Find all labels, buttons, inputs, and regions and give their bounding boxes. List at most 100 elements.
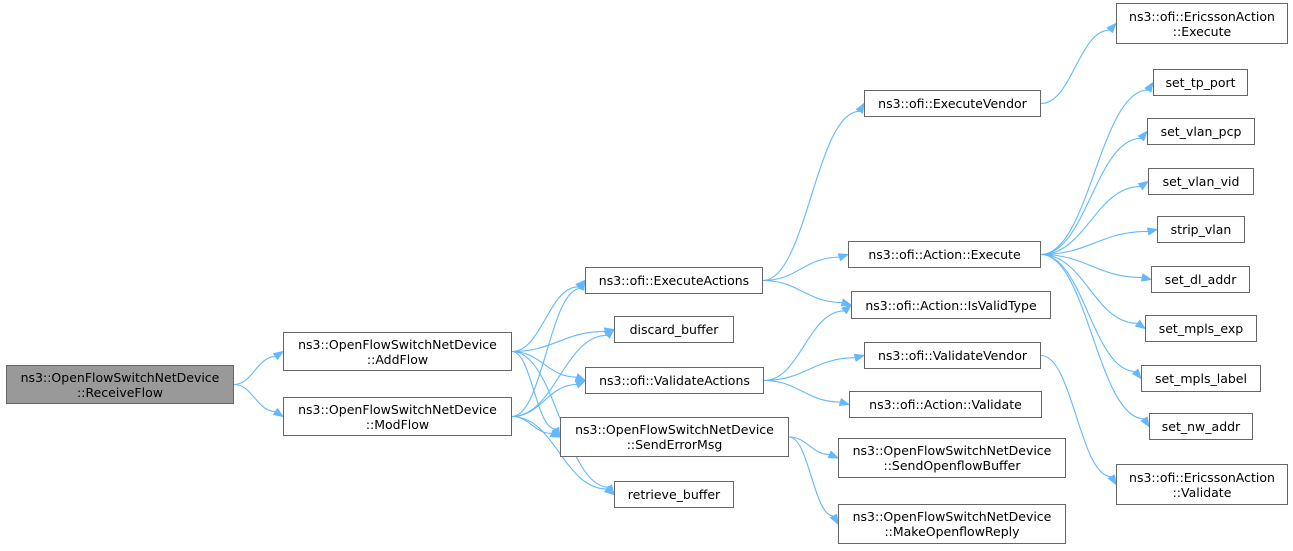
edge-arrowhead: [829, 513, 839, 526]
edge-arrowhead: [1140, 416, 1150, 428]
node-label-line: ns3::OpenFlowSwitchNetDevice: [852, 443, 1052, 458]
node-mod-flow[interactable]: ns3::OpenFlowSwitchNetDevice ::ModFlow: [283, 397, 512, 436]
node-set-vlan-vid[interactable]: set_vlan_vid: [1148, 168, 1254, 195]
node-label-line: ns3::OpenFlowSwitchNetDevice: [298, 336, 497, 352]
node-label-line: ns3::OpenFlowSwitchNetDevice: [575, 422, 774, 437]
edge-add_flow-to-execute_actions: [511, 286, 579, 353]
edge-execute_vendor-to-ericsson_execute: [1040, 29, 1110, 105]
edge-arrowhead: [272, 407, 285, 418]
edge-action_execute-to-set_mpls_label: [1040, 253, 1136, 373]
node-label-line: set_vlan_pcp: [1160, 124, 1242, 139]
node-set-mpls-label[interactable]: set_mpls_label: [1141, 365, 1261, 392]
node-set-vlan-pcp[interactable]: set_vlan_pcp: [1147, 118, 1255, 145]
node-label-line: ns3::ofi::Action::IsValidType: [865, 297, 1037, 313]
node-set-tp-port[interactable]: set_tp_port: [1153, 69, 1248, 96]
node-send-error-msg[interactable]: ns3::OpenFlowSwitchNetDevice ::SendError…: [560, 417, 789, 457]
node-ericsson-execute[interactable]: ns3::ofi::EricssonAction ::Execute: [1116, 3, 1288, 44]
edge-arrowhead: [855, 102, 865, 114]
edge-mod_flow-to-validate_actions: [511, 383, 577, 418]
edge-validate_actions-to-action_is_valid_type: [763, 310, 845, 382]
node-label-line: ns3::OpenFlowSwitchNetDevice: [298, 401, 497, 417]
node-label-line: ns3::ofi::EricssonAction: [1129, 8, 1275, 24]
node-send-openflow-buffer[interactable]: ns3::OpenFlowSwitchNetDevice ::SendOpenf…: [838, 438, 1066, 478]
node-set-nw-addr[interactable]: set_nw_addr: [1149, 413, 1253, 440]
edge-action_execute-to-set_vlan_vid: [1040, 186, 1141, 256]
edge-arrowhead: [840, 298, 853, 307]
node-discard-buffer[interactable]: discard_buffer: [614, 316, 734, 343]
edge-mod_flow-to-retrieve_buffer: [511, 415, 607, 490]
node-label-line: ns3::ofi::ExecuteActions: [598, 273, 750, 288]
edge-arrowhead: [841, 304, 853, 315]
node-add-flow[interactable]: ns3::OpenFlowSwitchNetDevice ::AddFlow: [283, 332, 512, 371]
node-set-mpls-exp[interactable]: set_mpls_exp: [1145, 315, 1257, 342]
node-validate-actions[interactable]: ns3::ofi::ValidateActions: [585, 367, 764, 394]
edge-send_error_msg-to-send_openflow_buffer: [788, 436, 830, 456]
edge-arrowhead: [603, 485, 616, 496]
node-label-line: ns3::OpenFlowSwitchNetDevice: [852, 509, 1052, 524]
edge-arrowhead: [1106, 22, 1117, 34]
node-label-line: ns3::ofi::Action::Validate: [869, 397, 1022, 412]
edge-arrowhead: [1137, 180, 1150, 191]
node-strip-vlan[interactable]: strip_vlan: [1157, 216, 1245, 243]
node-label-line: ns3::ofi::Action::Execute: [868, 247, 1021, 262]
node-set-dl-addr[interactable]: set_dl_addr: [1151, 266, 1250, 293]
edge-execute_actions-to-action_is_valid_type: [762, 279, 843, 304]
edge-mod_flow-to-execute_actions: [511, 287, 581, 418]
node-label-line: set_tp_port: [1165, 75, 1236, 90]
edge-action_execute-to-strip_vlan: [1040, 230, 1149, 256]
edge-arrowhead: [576, 279, 586, 291]
node-execute-vendor[interactable]: ns3::ofi::ExecuteVendor: [864, 90, 1041, 117]
edge-add_flow-to-validate_actions: [511, 350, 577, 378]
edge-arrowhead: [272, 350, 285, 361]
edge-arrowhead: [1134, 319, 1147, 330]
edge-arrowhead: [853, 353, 866, 362]
edge-validate_actions-to-action_validate: [763, 379, 841, 403]
edge-action_execute-to-set_dl_addr: [1040, 253, 1143, 279]
node-validate-vendor[interactable]: ns3::ofi::ValidateVendor: [864, 342, 1041, 369]
node-action-is-valid-type[interactable]: ns3::ofi::Action::IsValidType: [851, 291, 1051, 319]
node-label-line: set_mpls_exp: [1158, 321, 1244, 336]
node-label-line: retrieve_buffer: [627, 487, 721, 502]
edge-validate_actions-to-validate_vendor: [763, 357, 856, 382]
edge-arrowhead: [574, 373, 587, 382]
edge-execute_actions-to-execute_vendor: [762, 110, 860, 282]
node-label-line: set_dl_addr: [1164, 272, 1237, 287]
edge-execute_actions-to-action_execute: [762, 256, 840, 282]
edge-arrowhead: [1137, 130, 1148, 142]
node-label-line: ns3::OpenFlowSwitchNetDevice: [20, 369, 220, 385]
node-action-execute[interactable]: ns3::ofi::Action::Execute: [848, 241, 1041, 268]
node-ericsson-validate[interactable]: ns3::ofi::EricssonAction ::Validate: [1116, 464, 1288, 505]
node-execute-actions[interactable]: ns3::ofi::ExecuteActions: [585, 267, 763, 294]
edge-arrowhead: [838, 397, 851, 406]
node-receive-flow: ns3::OpenFlowSwitchNetDevice ::ReceiveFl…: [6, 365, 234, 404]
edge-add_flow-to-discard_buffer: [511, 330, 606, 353]
edge-arrowhead: [1131, 368, 1142, 380]
node-make-openflow-reply[interactable]: ns3::OpenFlowSwitchNetDevice ::MakeOpenf…: [838, 504, 1066, 544]
edge-arrowhead: [827, 450, 840, 459]
node-label-line: set_mpls_label: [1155, 371, 1247, 386]
edge-action_execute-to-set_vlan_pcp: [1040, 137, 1142, 256]
edge-arrowhead: [1146, 227, 1159, 236]
edge-action_execute-to-set_mpls_exp: [1040, 253, 1138, 324]
node-label-line: ::MakeOpenflowReply: [884, 524, 1020, 539]
node-label-line: ns3::ofi::ExecuteVendor: [878, 96, 1027, 111]
edge-arrowhead: [837, 253, 850, 262]
node-label-line: ::SendErrorMsg: [626, 437, 723, 452]
edge-arrowhead: [549, 429, 562, 438]
edge-receive_flow-to-add_flow: [233, 355, 276, 386]
node-label-line: ::SendOpenflowBuffer: [883, 458, 1021, 473]
edge-action_execute-to-set_nw_addr: [1040, 253, 1145, 420]
edge-validate_vendor-to-ericsson_validate: [1040, 354, 1112, 478]
edge-action_execute-to-set_tp_port: [1040, 89, 1149, 256]
node-label-line: strip_vlan: [1170, 222, 1232, 237]
edge-send_error_msg-to-make_openflow_reply: [788, 436, 834, 517]
node-action-validate[interactable]: ns3::ofi::Action::Validate: [849, 391, 1042, 418]
edge-arrowhead: [574, 379, 587, 389]
node-label-line: ::Execute: [1172, 23, 1232, 39]
edge-arrowhead: [604, 328, 616, 339]
edge-arrowhead: [1140, 273, 1153, 282]
node-retrieve-buffer[interactable]: retrieve_buffer: [614, 481, 734, 508]
node-label-line: set_vlan_vid: [1162, 174, 1240, 189]
